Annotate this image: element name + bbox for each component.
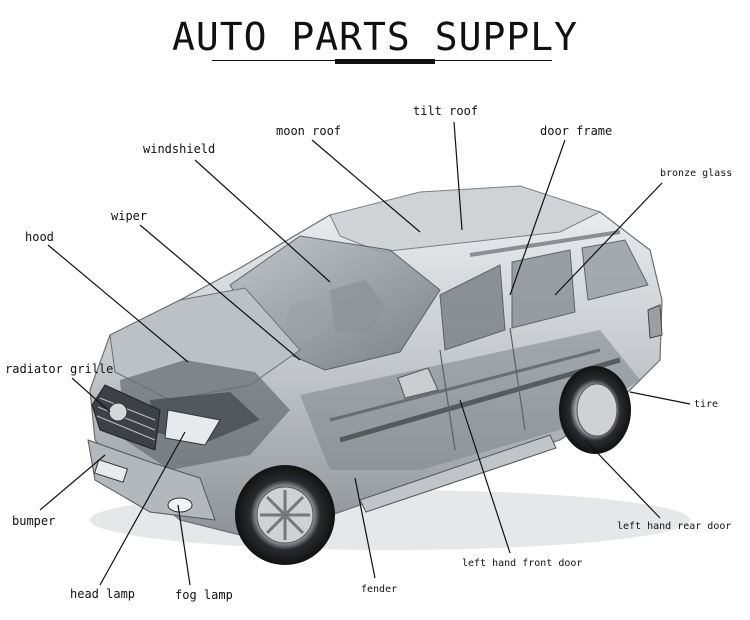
roof-rail: [469, 230, 621, 257]
exhaust-pipe: [339, 357, 621, 443]
leader-windshield: [194, 159, 331, 283]
leader-fender: [354, 477, 376, 579]
label-left-hand-rear-door: left hand rear door: [617, 521, 732, 532]
side-mirror: [397, 367, 439, 399]
label-door-frame: door frame: [540, 124, 613, 138]
leader-bronze-glass: [554, 182, 663, 296]
leader-moon-roof: [311, 139, 421, 233]
driveshaft: [329, 348, 601, 422]
underbody-mechanics: [300, 330, 640, 470]
label-bumper: bumper: [12, 514, 56, 528]
fog-lamp-shape: [167, 497, 193, 513]
label-left-hand-front-door: left hand front door: [462, 558, 583, 569]
label-wiper: wiper: [111, 209, 148, 223]
head-lamp-shape: [164, 409, 221, 446]
front-rim-spokes: [260, 490, 310, 540]
leader-tire: [629, 391, 691, 405]
grille-slats: [96, 397, 156, 441]
label-fog-lamp: fog lamp: [175, 588, 233, 602]
rear-door-seam: [509, 327, 526, 431]
leader-left-hand-front-door: [459, 399, 511, 554]
leader-tilt-roof: [453, 121, 463, 231]
leader-bumper: [39, 454, 106, 511]
quarter-window: [581, 239, 649, 301]
rear-side-window: [511, 249, 576, 329]
side-step: [359, 434, 557, 513]
leader-door-frame: [509, 139, 566, 296]
label-fender: fender: [361, 584, 398, 595]
leader-radiator-grille: [71, 377, 111, 413]
leader-wiper: [139, 224, 301, 361]
label-tire: tire: [694, 399, 719, 410]
interior-seat-2: [285, 298, 330, 342]
label-windshield: windshield: [143, 142, 216, 156]
rear-rim: [576, 383, 618, 437]
label-head-lamp: head lamp: [70, 587, 136, 601]
leader-head-lamp: [99, 431, 186, 586]
label-tilt-roof: tilt roof: [413, 104, 479, 118]
leader-hood: [47, 244, 189, 363]
rear-lamp: [647, 304, 663, 339]
leader-fog-lamp: [177, 504, 191, 586]
page-title: AUTO PARTS SUPPLY: [172, 15, 578, 59]
leader-left-hand-rear-door: [584, 439, 661, 519]
interior-seat: [330, 280, 385, 335]
label-bronze-glass: bronze glass: [660, 168, 733, 179]
label-radiator-grille: radiator grille: [5, 362, 114, 376]
title-underline-accent: [335, 59, 435, 64]
license-plate: [93, 459, 129, 483]
label-moon-roof: moon roof: [276, 124, 342, 138]
car-roof: [329, 185, 602, 253]
brand-emblem: [108, 402, 128, 422]
leader-lines: [39, 121, 691, 586]
front-door-seam: [439, 349, 456, 451]
front-side-window: [439, 264, 506, 351]
label-hood: hood: [25, 230, 54, 244]
